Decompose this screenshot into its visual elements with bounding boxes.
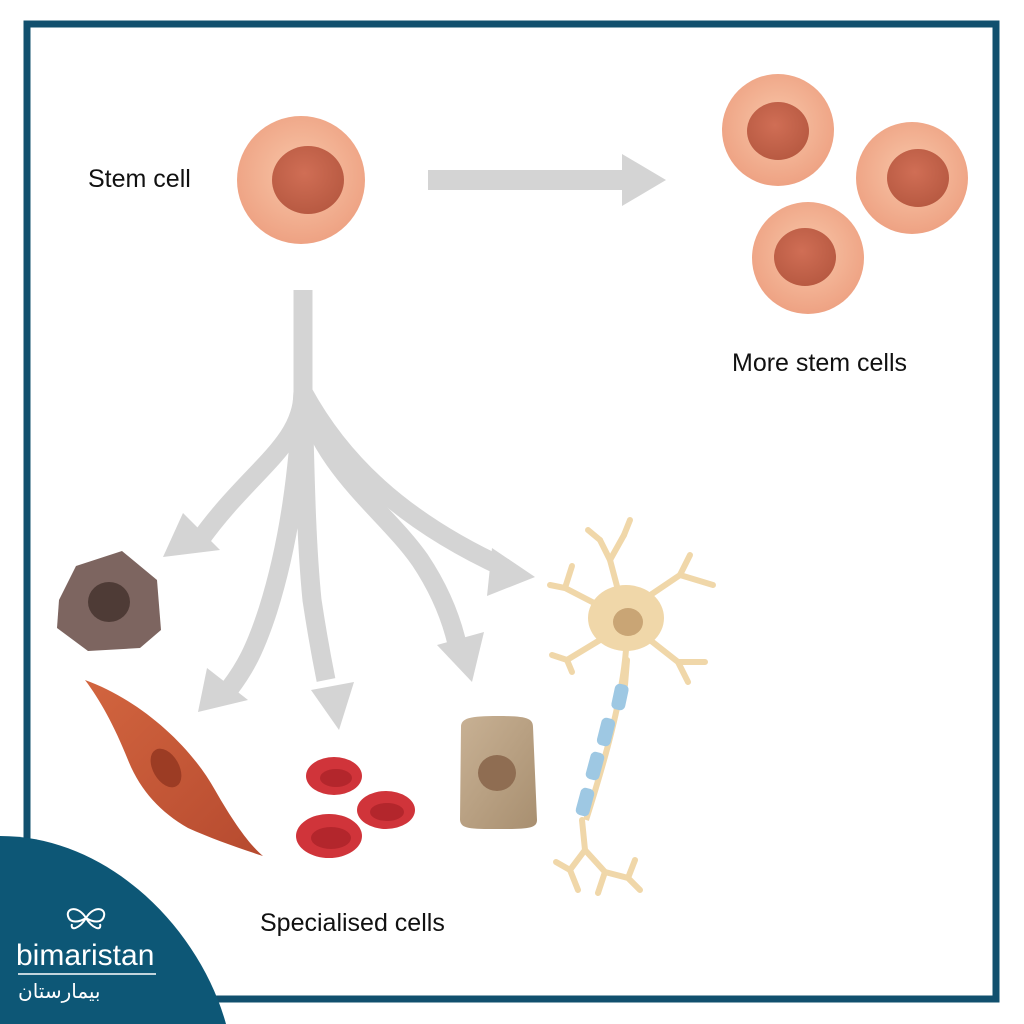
stem-cell-copy [752, 202, 864, 314]
arrow-to-more-stem-cells [428, 154, 666, 206]
red-blood-cell [296, 814, 362, 858]
stem-cell-copy [722, 74, 834, 186]
bone-cell [460, 716, 537, 829]
butterfly-icon [66, 908, 106, 930]
stem-cell-copy [856, 122, 968, 234]
muscle-cell [85, 680, 263, 856]
label-stem-cell: Stem cell [88, 165, 191, 193]
brand-logo: bimaristan بيمارستان [0, 836, 226, 1024]
hexagonal-cell [57, 551, 161, 651]
brand-name: bimaristan [16, 939, 154, 972]
label-specialised-cells: Specialised cells [260, 909, 445, 937]
stem-cell [237, 116, 365, 244]
frame-border [23, 20, 1000, 1003]
more-stem-cells-group [722, 74, 968, 314]
red-blood-cell [306, 757, 362, 795]
brand-name-arabic: بيمارستان [18, 979, 101, 1003]
red-blood-cells [296, 757, 415, 858]
arrowheads [163, 513, 535, 730]
red-blood-cell [357, 791, 415, 829]
nerve-cell [547, 517, 716, 896]
differentiation-arrows [192, 290, 509, 694]
label-more-stem-cells: More stem cells [732, 349, 907, 377]
